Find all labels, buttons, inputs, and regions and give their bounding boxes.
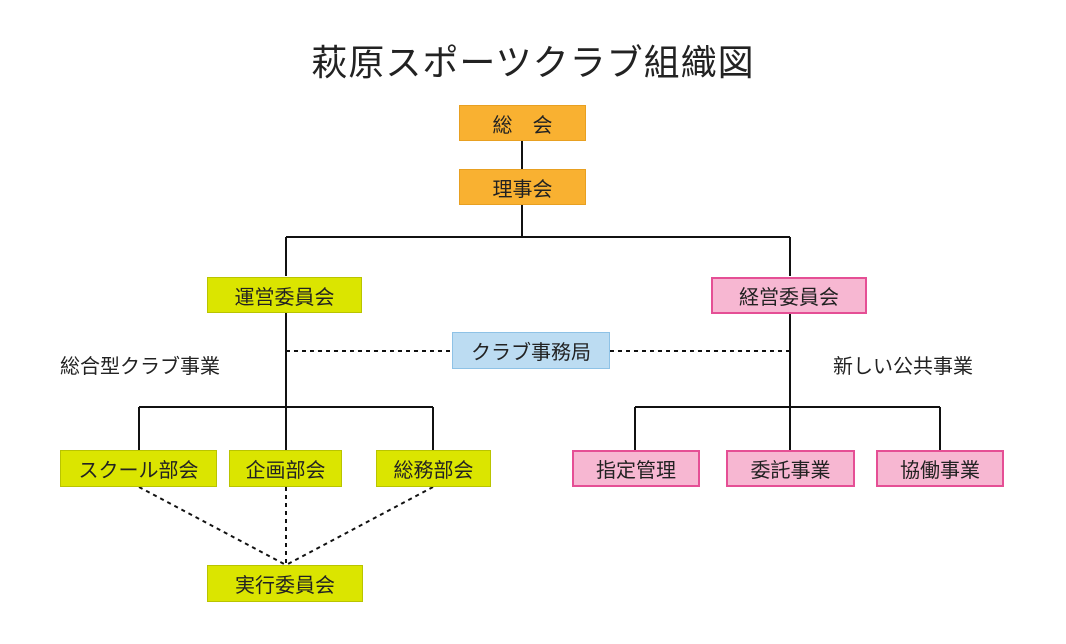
node-planning-dept: 企画部会	[229, 450, 342, 487]
node-management-committee: 経営委員会	[711, 277, 867, 314]
node-general-affairs-dept: 総務部会	[376, 450, 491, 487]
node-operations-committee: 運営委員会	[207, 277, 362, 313]
dashed-school-exec	[138, 486, 287, 566]
page-title: 萩原スポーツクラブ組織図	[311, 43, 755, 84]
node-club-office: クラブ事務局	[452, 332, 610, 369]
node-board: 理事会	[459, 169, 586, 205]
label-comprehensive-club-business: 総合型クラブ事業	[60, 354, 220, 378]
node-general-assembly: 総 会	[459, 105, 586, 141]
dashed-affairs-exec	[285, 486, 434, 566]
label-new-public-business: 新しい公共事業	[833, 354, 973, 378]
node-designated-management: 指定管理	[572, 450, 700, 487]
node-school-dept: スクール部会	[60, 450, 217, 487]
node-collaborative-business: 協働事業	[876, 450, 1004, 487]
node-executive-committee: 実行委員会	[207, 565, 363, 602]
node-commissioned-business: 委託事業	[726, 450, 855, 487]
